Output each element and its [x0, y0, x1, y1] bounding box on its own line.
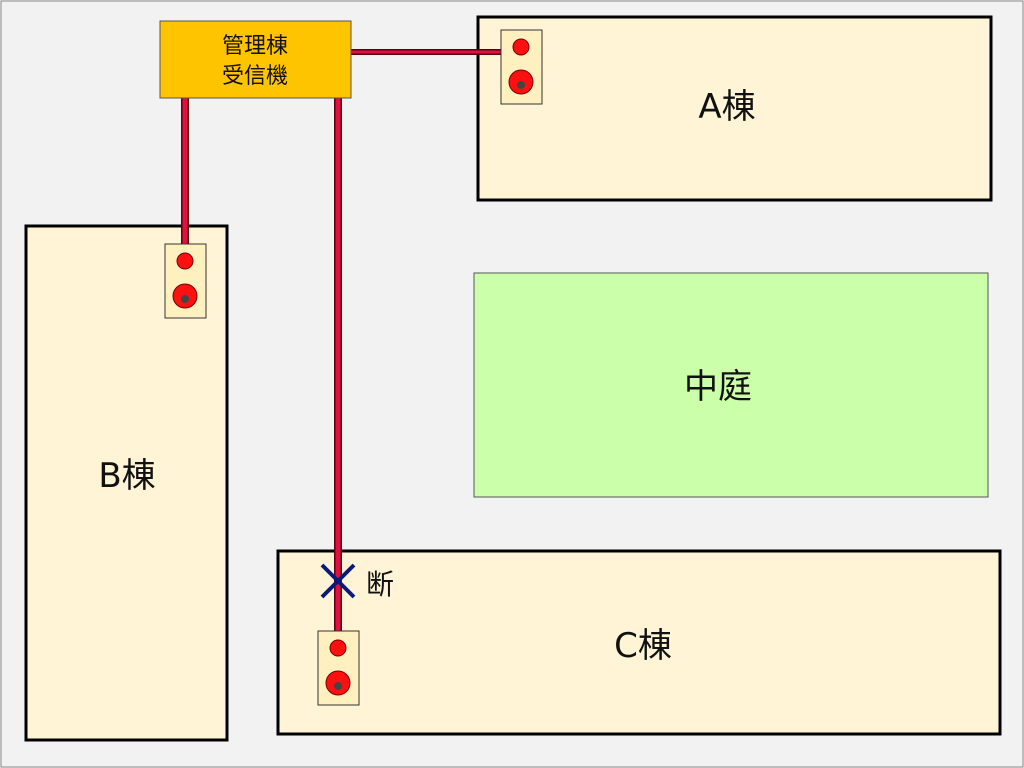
break-label: 断: [366, 568, 394, 601]
device-a-icon: [500, 29, 543, 105]
wires: [181, 49, 501, 631]
receiver-box: [159, 20, 352, 99]
receiver-label-line2: 受信機: [222, 64, 288, 89]
device-b-icon: [164, 243, 207, 319]
building-a-label: A棟: [698, 87, 755, 127]
courtyard: [473, 272, 989, 498]
device-c-icon: [317, 630, 360, 706]
receiver-label-line1: 管理棟: [222, 34, 288, 59]
building-c-label: C棟: [614, 626, 672, 666]
courtyard-label: 中庭: [684, 367, 752, 407]
break-x-icon: [320, 563, 356, 599]
building-c: [276, 549, 1002, 736]
building-a: [476, 15, 993, 202]
building-b-label: B棟: [98, 456, 155, 496]
